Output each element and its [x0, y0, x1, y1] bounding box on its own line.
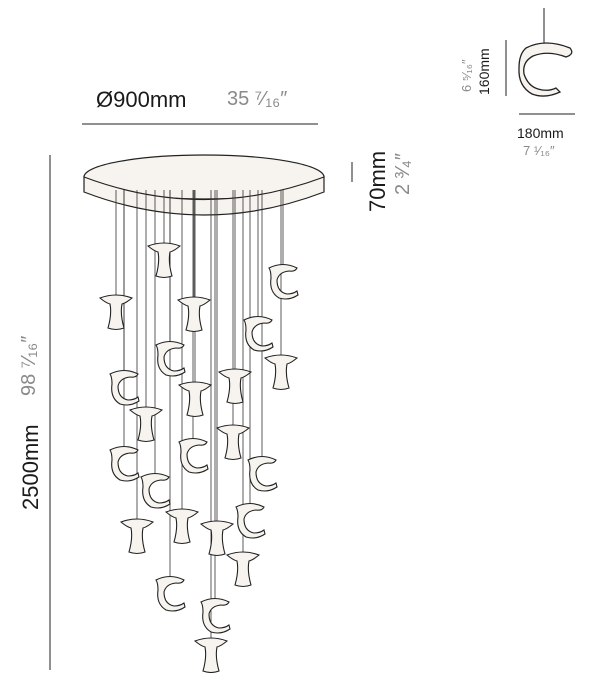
diameter-metric-label: Ø900mm	[96, 87, 187, 112]
pendant-light	[243, 315, 274, 352]
pendant-light	[146, 242, 182, 279]
total-height-metric-label: 2500mm	[18, 424, 43, 510]
pendant-width-metric-label: 180mm	[517, 125, 564, 141]
pendant-light	[176, 296, 212, 333]
pendant-light	[268, 263, 299, 300]
pendant-light	[235, 502, 266, 539]
pendant-light	[155, 340, 186, 377]
pendant-light	[247, 455, 278, 492]
total-height-imperial-label: 98 ⁷⁄₁₆″	[18, 335, 40, 396]
pendant-height-metric-label: 160mm	[476, 48, 492, 95]
pendant-light	[263, 354, 299, 391]
pendant-light	[225, 551, 261, 588]
pendant-light	[109, 445, 140, 482]
pendant-light	[193, 637, 229, 673]
pendant-height-imperial-label: 6 ⁵⁄₁₆″	[459, 59, 474, 92]
pendant-light	[217, 368, 253, 405]
pendant-light	[177, 381, 213, 418]
pendant-light	[199, 520, 235, 557]
pendant-light	[164, 508, 200, 545]
pendant-light	[109, 369, 140, 406]
pendant-light	[200, 597, 231, 634]
pendant-width-imperial-label: 7 ¹⁄₁₆″	[523, 143, 555, 158]
pendant-light	[215, 424, 251, 461]
pendant-light	[178, 437, 209, 474]
canopy-height-imperial-label: 2 ³⁄₄″	[392, 153, 414, 195]
canopy-height-metric-label: 70mm	[365, 150, 390, 212]
pendant-light	[119, 518, 155, 555]
pendant-light	[128, 406, 164, 443]
pendant-light	[140, 472, 171, 509]
pendant-light	[155, 575, 186, 612]
pendant-light	[98, 294, 134, 331]
pendant-side-view	[505, 8, 575, 115]
canopy	[83, 154, 325, 216]
diameter-imperial-label: 35 ⁷⁄₁₆″	[227, 88, 288, 110]
